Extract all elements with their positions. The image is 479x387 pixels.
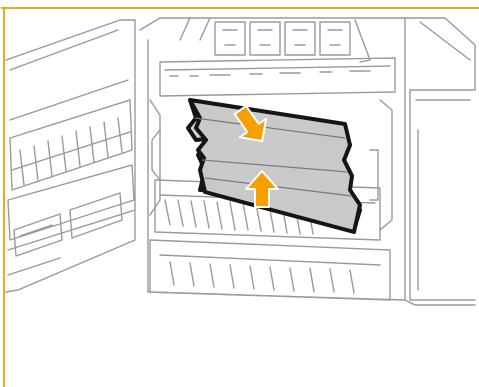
paper-jam-icon [188,100,360,232]
open-side-door [6,20,135,292]
printer-right-panel [405,18,475,305]
